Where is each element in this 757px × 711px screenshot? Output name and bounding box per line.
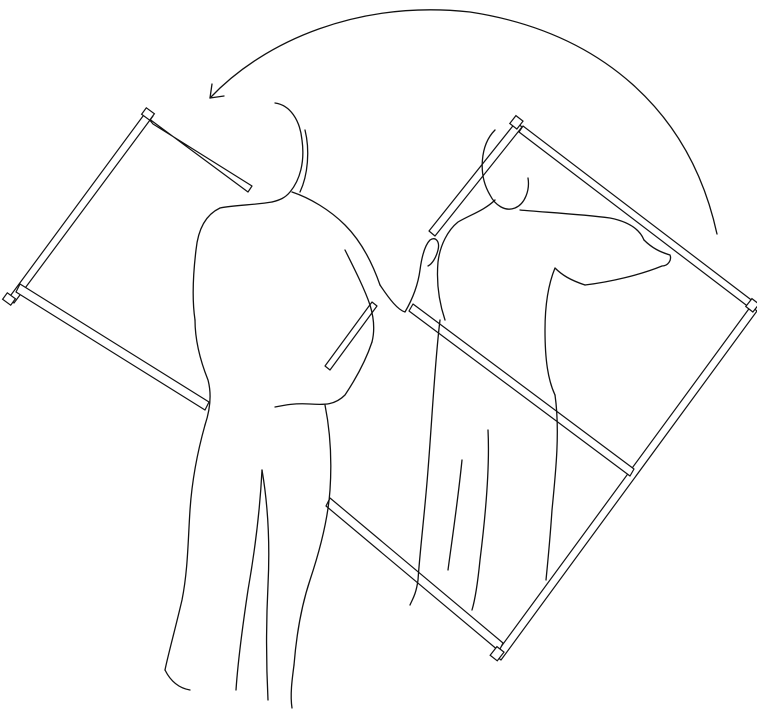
left-frame-right-rail <box>325 302 377 370</box>
left-frame-top-rail <box>148 118 252 192</box>
left-frame-bottom-rail <box>16 284 209 410</box>
left-frame <box>3 108 377 410</box>
right-frame <box>326 116 757 661</box>
right-frame-top-rail <box>519 126 754 308</box>
right-frame-bottom-rail <box>326 498 503 651</box>
left-frame-left-rail <box>8 112 153 303</box>
right-frame-middle-rail <box>409 304 634 476</box>
back-person <box>410 130 671 610</box>
right-frame-right-rail <box>495 306 757 660</box>
right-frame-top-left-rail <box>429 122 522 236</box>
